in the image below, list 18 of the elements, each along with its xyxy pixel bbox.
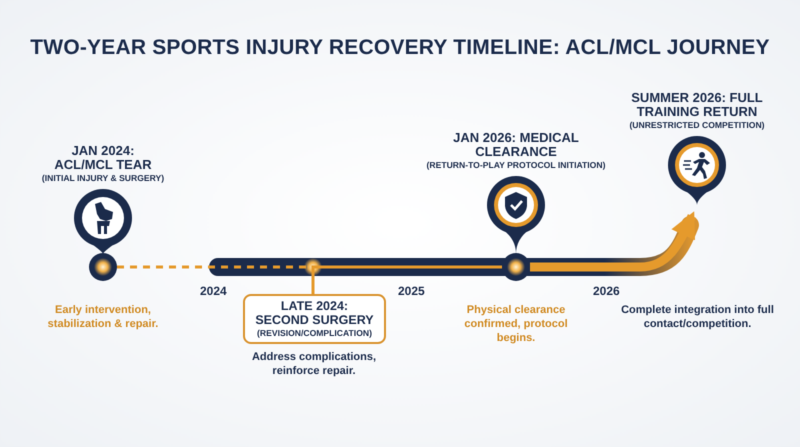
milestone-subtitle: (RETURN-TO-PLAY PROTOCOL INITIATION) (426, 159, 606, 171)
milestone-description: Physical clearance confirmed, protocol begins. (463, 303, 569, 345)
milestone-heading: SUMMER 2026: FULL TRAINING RETURN (630, 91, 764, 119)
milestone-heading: LATE 2024: SECOND SURGERY (254, 299, 374, 327)
milestone-description: Complete integration into full contact/competition. (620, 303, 775, 331)
milestone-subtitle: (UNRESTRICTED COMPETITION) (629, 119, 765, 131)
year-label: 2026 (593, 284, 620, 298)
milestone-subtitle: (INITIAL INJURY & SURGERY) (42, 172, 164, 184)
milestone-description: Address complications, reinforce repair. (250, 350, 378, 378)
year-label: 2025 (398, 284, 425, 298)
milestone-heading: JAN 2024: ACL/MCL TEAR (53, 144, 153, 172)
connector-arrow (530, 211, 696, 272)
year-label: 2024 (200, 284, 227, 298)
diagram-title: TWO-YEAR SPORTS INJURY RECOVERY TIMELINE: ACL/MCL JOURNEY (29, 36, 771, 60)
milestone-description: Early intervention, stabilization & repair. (46, 303, 160, 331)
milestone-box (243, 294, 386, 344)
milestone-subtitle: (REVISION/COMPLICATION) (257, 327, 372, 339)
milestone-heading: JAN 2026: MEDICAL CLEARANCE (452, 131, 580, 159)
